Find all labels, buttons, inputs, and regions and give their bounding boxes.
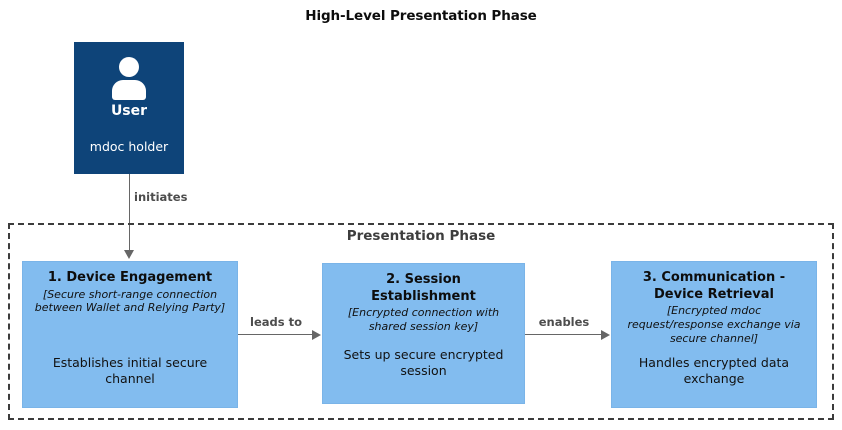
step-title: 2. Session Establishment xyxy=(371,272,476,304)
step-description: Handles encrypted data exchange xyxy=(638,354,790,386)
phase-title: Presentation Phase xyxy=(346,228,496,244)
phase-container xyxy=(8,223,834,420)
step-box-communication-device-retrieval: 3. Communication - Device Retrieval [Enc… xyxy=(611,261,817,408)
actor-name: User xyxy=(110,103,148,119)
page-title: High-Level Presentation Phase xyxy=(305,8,537,24)
connector-label-leads-to: leads to xyxy=(250,315,302,329)
connector-step1-to-step2-arrowhead xyxy=(312,329,321,340)
connector-step1-to-step2 xyxy=(238,334,314,335)
step-box-session-establishment: 2. Session Establishment [Encrypted conn… xyxy=(322,263,525,404)
step-title: 3. Communication - Device Retrieval xyxy=(642,270,786,302)
step-description: Sets up secure encrypted session xyxy=(343,346,504,378)
connector-step2-to-step3 xyxy=(525,334,603,335)
person-icon-head xyxy=(119,57,139,77)
step-box-device-engagement: 1. Device Engagement [Secure short-range… xyxy=(22,261,238,408)
step-description: Establishes initial secure channel xyxy=(52,354,208,386)
step-title: 1. Device Engagement xyxy=(47,270,213,285)
person-icon xyxy=(109,56,149,100)
connector-label-enables: enables xyxy=(538,315,590,329)
person-icon-body xyxy=(112,80,146,100)
actor-node-user: User mdoc holder xyxy=(74,42,184,174)
step-note: [Secure short-range connection between W… xyxy=(34,287,226,315)
step-note: [Encrypted connection with shared sessio… xyxy=(347,306,500,333)
connector-step2-to-step3-arrowhead xyxy=(601,329,610,340)
step-note: [Encrypted mdoc request/response exchang… xyxy=(627,304,801,345)
connector-user-to-step1-arrowhead xyxy=(124,250,134,259)
connector-label-initiates: initiates xyxy=(134,190,188,204)
actor-role: mdoc holder xyxy=(89,139,169,154)
connector-user-to-step1 xyxy=(129,174,130,254)
